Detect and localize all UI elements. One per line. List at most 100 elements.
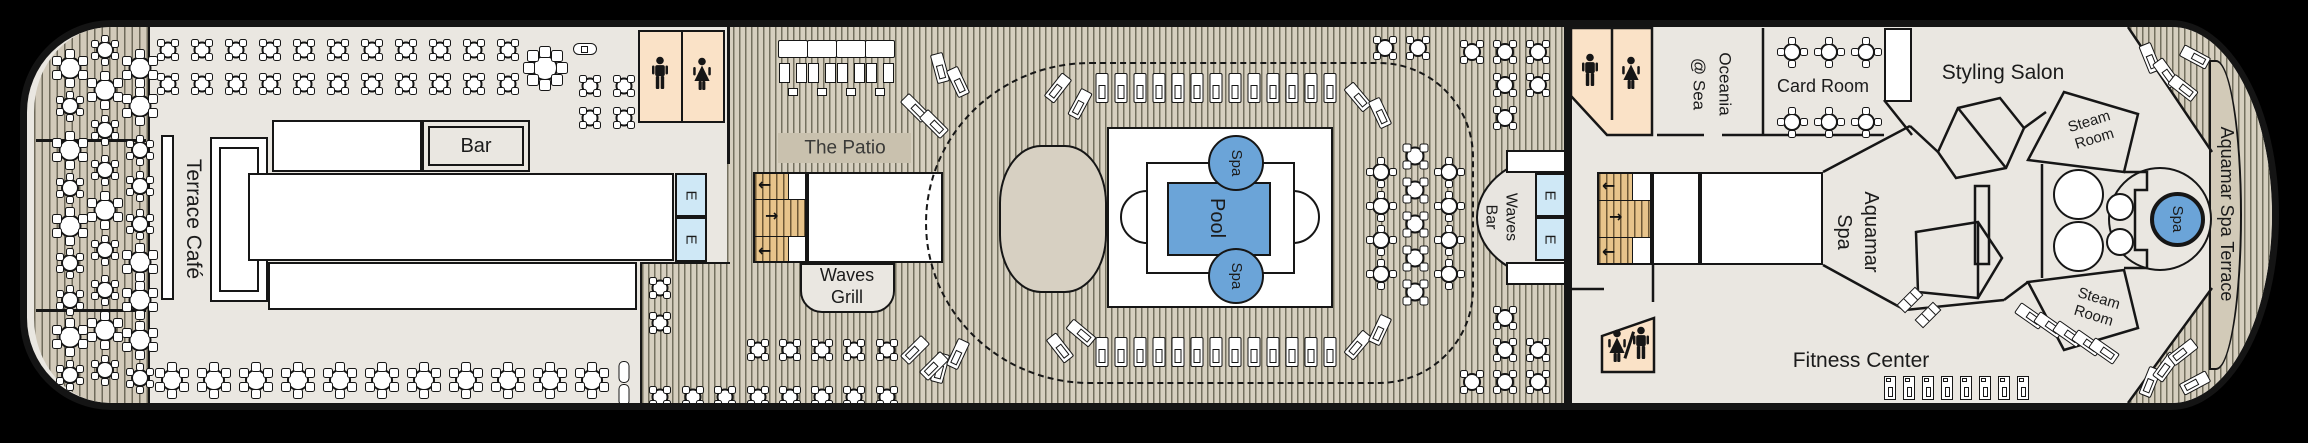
male-figure-icon (1580, 53, 1600, 87)
table-icon (1399, 174, 1431, 206)
round-table-icon (55, 247, 85, 279)
round-table-icon (125, 362, 155, 394)
round-table-icon (86, 310, 124, 350)
table-icon (1399, 140, 1431, 172)
round-table-icon (121, 86, 159, 126)
staircase[interactable]: ← → ← (753, 172, 807, 263)
table-icon (776, 383, 804, 403)
lounger-icon (1266, 73, 1280, 103)
table-icon (1813, 36, 1845, 68)
deck-edge-line (727, 27, 730, 164)
table-icon (1523, 367, 1553, 397)
galley-block (248, 173, 674, 261)
patio-sofa-icon (778, 40, 810, 100)
table-icon (1365, 224, 1397, 256)
lounger-icon (1133, 73, 1147, 103)
round-table-icon (154, 361, 190, 399)
lounger-icon (1095, 337, 1109, 367)
patio-sofa-icon (807, 40, 839, 100)
label-aquamar-spa-terrace: Aquamar Spa Terrace (2216, 126, 2237, 302)
round-table-icon (86, 190, 124, 230)
table-icon (610, 104, 638, 132)
table-icon (1370, 33, 1400, 63)
table-icon (358, 70, 386, 98)
round-table-icon (238, 361, 274, 399)
bulkhead-wall (1564, 27, 1572, 403)
label-the-patio: The Patio (804, 137, 886, 159)
table-icon (1365, 156, 1397, 188)
elevator[interactable]: E (675, 173, 707, 217)
round-table-icon (90, 114, 120, 146)
table-icon (188, 70, 216, 98)
lounger-icon (1171, 337, 1185, 367)
round-table-icon (522, 45, 568, 91)
elevator[interactable]: E (1535, 217, 1566, 261)
treatment-room (1700, 172, 1823, 265)
table-icon (1490, 70, 1520, 100)
table-icon (290, 70, 318, 98)
deck-plan-canvas: ← → ← E E E E (27, 27, 2272, 403)
round-table-icon (322, 361, 358, 399)
table-icon (808, 383, 836, 403)
table-icon (1523, 335, 1553, 365)
table-icon (1490, 335, 1520, 365)
patio-sofa-icon (836, 40, 868, 100)
table-icon (154, 70, 182, 98)
elevator[interactable]: E (675, 217, 707, 262)
round-table-icon (125, 170, 155, 202)
table-icon (1399, 276, 1431, 308)
round-table-icon (90, 154, 120, 186)
table-icon (154, 36, 182, 64)
deck-joint-line (36, 309, 146, 312)
lounger-icon (1266, 337, 1280, 367)
galley-block (268, 262, 637, 310)
stair-arrow: ← (1602, 242, 1616, 261)
lounger-icon (1323, 73, 1337, 103)
elevator[interactable]: E (1535, 173, 1566, 217)
round-table-icon (121, 320, 159, 360)
table-icon (1850, 106, 1882, 138)
table-icon (426, 70, 454, 98)
round-table-icon (196, 361, 232, 399)
male-figure-icon (650, 56, 670, 90)
round-table-icon (90, 234, 120, 266)
table-icon (576, 104, 604, 132)
treadmill-icon (1960, 376, 1972, 400)
label-spa: Spa (2169, 205, 2187, 233)
table-icon (222, 70, 250, 98)
round-table-icon (55, 90, 85, 122)
round-table-icon (51, 206, 89, 246)
round-table-icon (406, 361, 442, 399)
table-icon (324, 70, 352, 98)
therapy-pool (2053, 221, 2104, 272)
table-icon (1399, 242, 1431, 274)
male-figure-icon (1631, 326, 1651, 360)
round-table-icon (280, 361, 316, 399)
round-table-icon (51, 48, 89, 88)
table-icon (1399, 208, 1431, 240)
round-table-icon (55, 359, 85, 391)
lounger-icon (1323, 337, 1337, 367)
spa-whirlpool (1208, 135, 1264, 191)
patio-sofa-icon (865, 40, 897, 100)
table-icon (1490, 103, 1520, 133)
swimming-pool (1167, 182, 1271, 256)
table-icon (1457, 367, 1487, 397)
staircase[interactable]: ← → ← (1597, 172, 1652, 265)
table-icon (1490, 303, 1520, 333)
table-icon (1365, 258, 1397, 290)
treadmill-icon (1884, 376, 1896, 400)
therapy-pool (2106, 228, 2134, 256)
table-icon (576, 72, 604, 100)
table-icon (256, 70, 284, 98)
table-icon (1776, 106, 1808, 138)
table-icon (494, 70, 522, 98)
table-icon (744, 383, 772, 403)
round-table-icon (51, 130, 89, 170)
deck-joint-line (36, 139, 146, 142)
label-card-room: Card Room (1776, 76, 1870, 97)
round-table-icon (532, 361, 568, 399)
treadmill-icon (1979, 376, 1991, 400)
table-icon (1433, 190, 1465, 222)
